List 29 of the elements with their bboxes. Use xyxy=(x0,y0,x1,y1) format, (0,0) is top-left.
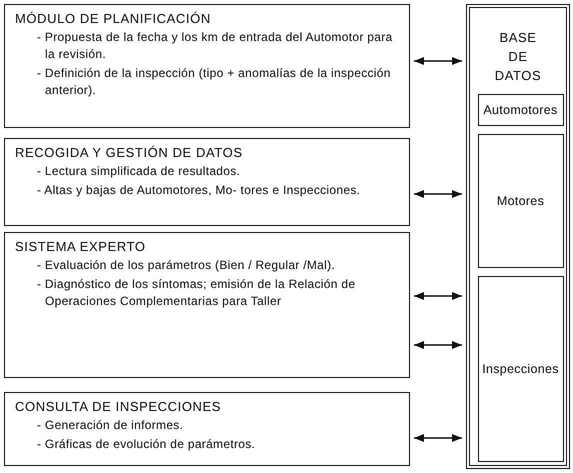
bullet-item: - Altas y bajas de Automotores, Mo- tores e Inspecciones. xyxy=(36,182,362,199)
table-name: Motores xyxy=(496,194,544,208)
module-title: CONSULTA DE INSPECCIONES xyxy=(15,399,222,414)
table-name: Automotores xyxy=(483,103,558,117)
table-box xyxy=(478,94,564,126)
table-box xyxy=(478,134,564,268)
database-title: BASE DE DATOS xyxy=(494,29,542,85)
module-title: MÓDULO DE PLANIFICACIÓN xyxy=(15,11,212,26)
double-arrow xyxy=(414,57,462,65)
module-box xyxy=(4,232,410,378)
double-arrow xyxy=(414,292,462,300)
module-title: SISTEMA EXPERTO xyxy=(15,239,147,254)
bullet-item: - Gráficas de evolución de parámetros. xyxy=(36,436,256,453)
module-box xyxy=(4,392,410,466)
module-title: RECOGIDA Y GESTIÓN DE DATOS xyxy=(15,145,244,160)
module-box xyxy=(4,138,410,226)
bullet-item: - Evaluación de los parámetros (Bien / Regular /Mal). xyxy=(36,257,336,274)
double-arrow xyxy=(414,434,462,442)
bullet-item: - Lectura simplificada de resultados. xyxy=(36,163,242,180)
table-name: Inspecciones xyxy=(482,362,559,376)
module-box xyxy=(4,4,410,128)
double-arrow xyxy=(414,190,462,198)
database-box xyxy=(466,4,570,469)
bullet-item: - Definición de la inspección (tipo + anomalías de la inspección anterior). xyxy=(36,65,392,99)
bullet-item: - Diagnóstico de los síntomas; emisión de la Relación de Operaciones Complementarias para Taller xyxy=(36,276,356,310)
bullet-item: - Generación de informes. xyxy=(36,417,184,434)
double-arrow xyxy=(414,341,462,349)
table-box xyxy=(478,276,564,462)
bullet-item: - Propuesta de la fecha y los km de entrada del Automotor para la revisión. xyxy=(36,29,394,63)
